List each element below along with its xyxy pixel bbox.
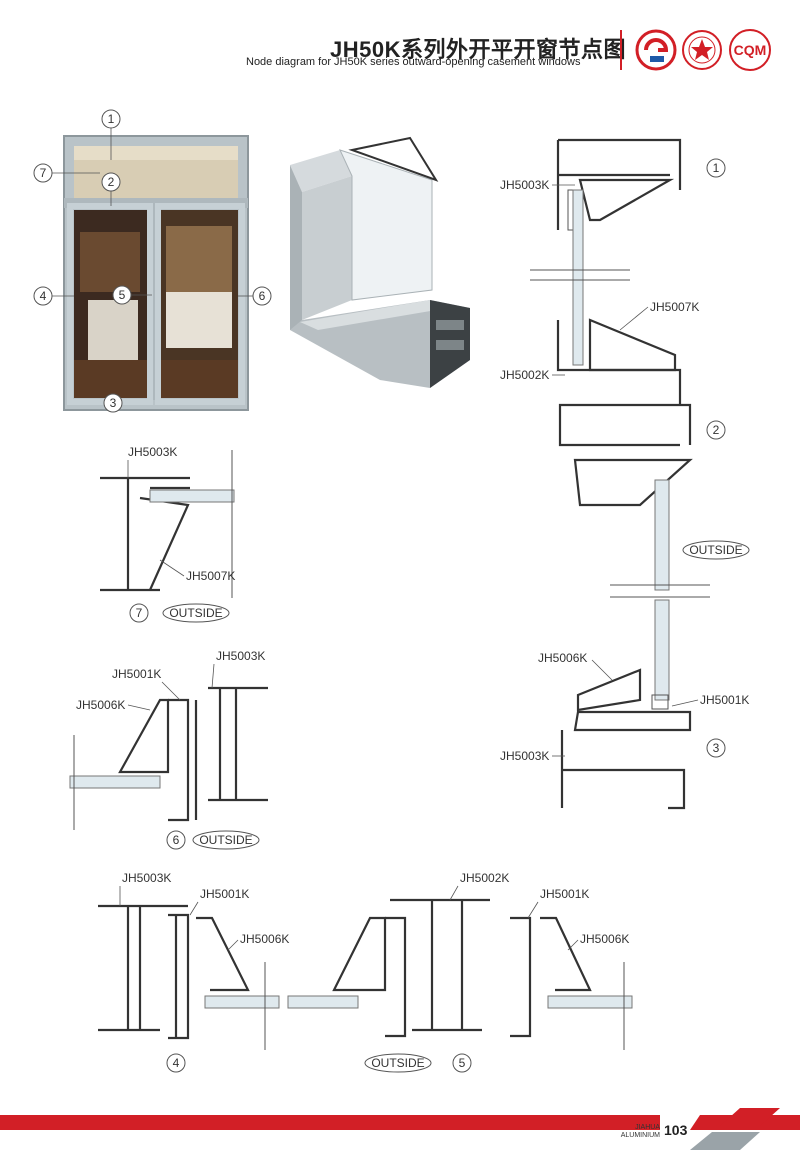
svg-text:JH5001K: JH5001K (200, 887, 249, 901)
svg-text:6: 6 (259, 289, 266, 303)
svg-text:JH5002K: JH5002K (460, 871, 509, 885)
svg-text:JH5003K: JH5003K (500, 178, 549, 192)
svg-text:JH5003K: JH5003K (216, 649, 265, 663)
svg-text:7: 7 (40, 166, 47, 180)
svg-text:1: 1 (108, 112, 115, 126)
svg-text:JH5001K: JH5001K (540, 887, 589, 901)
svg-text:5: 5 (119, 288, 126, 302)
certification-logos: CQM (635, 29, 771, 71)
window-callouts: 1 7 2 4 5 6 3 (33, 109, 272, 413)
page-number: 103 (664, 1122, 688, 1138)
footer-brand-line1: JIAHUA (635, 1124, 660, 1131)
svg-text:JH5007K: JH5007K (186, 569, 235, 583)
svg-text:JH5001K: JH5001K (700, 693, 749, 707)
page-subtitle: Node diagram for JH50K series outward-op… (246, 56, 581, 68)
section-detail-6: JH5001K JH5003K JH5006K 6 OUTSIDE (69, 649, 268, 850)
footer-band (0, 1108, 800, 1150)
header-divider (620, 30, 622, 70)
svg-text:JH5006K: JH5006K (240, 932, 289, 946)
svg-text:JH5003K: JH5003K (128, 445, 177, 459)
svg-text:5: 5 (459, 1056, 466, 1070)
svg-text:CQM: CQM (734, 42, 767, 58)
svg-text:1: 1 (713, 161, 720, 175)
quality-seal-icon (682, 30, 722, 70)
svg-text:JH5006K: JH5006K (580, 932, 629, 946)
section-detail-5: JH5002K JH5001K JH5006K OUTSIDE 5 (287, 871, 633, 1073)
svg-text:3: 3 (110, 396, 117, 410)
window-elevation-image (63, 135, 249, 411)
section-detail-7: JH5003K JH5007K 7 OUTSIDE (100, 445, 235, 623)
svg-text:OUTSIDE: OUTSIDE (199, 833, 252, 847)
svg-text:2: 2 (108, 175, 115, 189)
svg-text:JH5002K: JH5002K (500, 368, 549, 382)
svg-text:JH5003K: JH5003K (122, 871, 171, 885)
svg-text:6: 6 (173, 833, 180, 847)
cqm-logo-icon: CQM (729, 29, 771, 71)
svg-text:4: 4 (40, 289, 47, 303)
svg-text:OUTSIDE: OUTSIDE (689, 543, 742, 557)
footer-brand-line2: ALUMINIUM (620, 1132, 660, 1139)
company-logo-icon (635, 29, 677, 71)
svg-text:OUTSIDE: OUTSIDE (169, 606, 222, 620)
svg-text:7: 7 (136, 606, 143, 620)
svg-text:JH5007K: JH5007K (650, 300, 699, 314)
svg-text:3: 3 (713, 741, 720, 755)
profile-corner-3d-image (290, 136, 470, 388)
section-vertical: JH5003K 1 JH5007K JH5002K 2 OUTSIDE JH50… (500, 138, 750, 810)
footer-brand: JIAHUA ALUMINIUM (580, 1124, 660, 1140)
svg-text:OUTSIDE: OUTSIDE (371, 1056, 424, 1070)
svg-text:2: 2 (713, 423, 720, 437)
svg-text:JH5003K: JH5003K (500, 749, 549, 763)
page-title: JH50K系列外开平开窗节点图 (330, 37, 626, 62)
section-detail-4: JH5003K JH5001K JH5006K 4 (98, 871, 289, 1073)
svg-text:JH5006K: JH5006K (76, 698, 125, 712)
svg-text:JH5001K: JH5001K (112, 667, 161, 681)
svg-text:JH5006K: JH5006K (538, 651, 587, 665)
svg-text:4: 4 (173, 1056, 180, 1070)
